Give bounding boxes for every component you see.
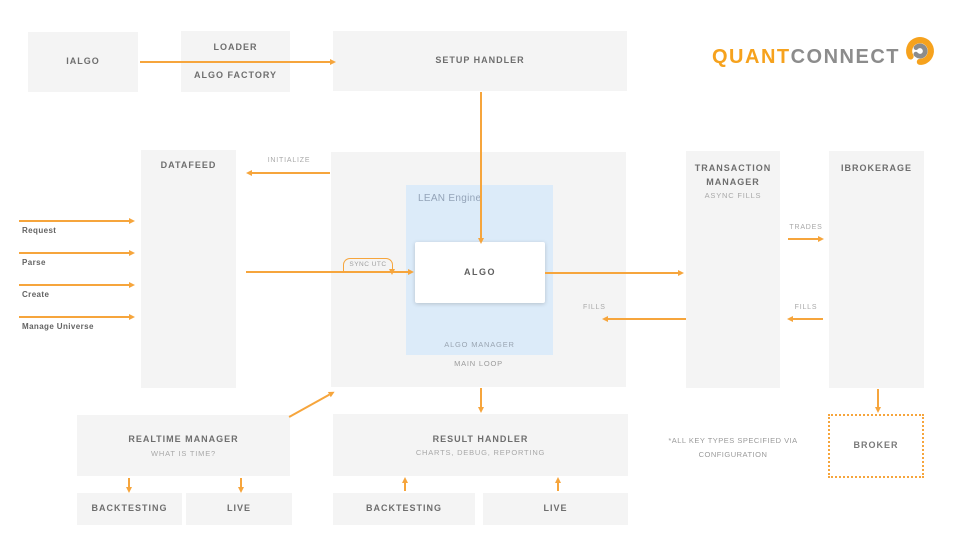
node-backtesting-realtime: BACKTESTING xyxy=(77,493,182,525)
arrow-ialgo-to-setup-handler xyxy=(140,58,336,65)
node-live-realtime-title: LIVE xyxy=(226,503,251,514)
configuration-note: *ALL KEY TYPES SPECIFIED VIA CONFIGURATI… xyxy=(668,436,798,459)
node-ialgo-title: IALGO xyxy=(66,56,100,67)
node-setup-handler: SETUP HANDLER xyxy=(333,31,627,91)
node-transaction-manager-title: TRANSACTION MANAGER xyxy=(694,163,772,187)
node-ibrokerage: IBROKERAGE xyxy=(829,151,924,388)
arrow-live-to-result-handler xyxy=(554,477,561,491)
node-algo-factory-title: ALGO FACTORY xyxy=(193,69,277,80)
node-setup-handler-title: SETUP HANDLER xyxy=(435,55,525,66)
arrow-parse-to-datafeed xyxy=(19,249,135,256)
trades-label: TRADES xyxy=(789,224,823,231)
node-backtesting-result-title: BACKTESTING xyxy=(366,503,442,514)
arrow-datafeed-to-algo xyxy=(246,268,414,275)
arrow-fills-transaction-manager-to-algo xyxy=(602,315,686,322)
logo-quant-text: QUANT xyxy=(712,46,791,68)
node-realtime-manager-subtitle: WHAT IS TIME? xyxy=(151,448,216,458)
node-ibrokerage-title: IBROKERAGE xyxy=(840,163,912,173)
arrow-create-to-datafeed xyxy=(19,281,135,288)
arrow-trades-to-ibrokerage xyxy=(788,235,824,242)
fills-outer-label: FILLS xyxy=(794,304,818,311)
node-broker-title: BROKER xyxy=(853,440,899,451)
datafeed-method-manage-universe: Manage Universe xyxy=(22,322,94,331)
main-loop-label: MAIN LOOP xyxy=(454,359,503,368)
arrow-backtesting-to-result-handler xyxy=(401,477,408,491)
node-algo-title: ALGO xyxy=(464,266,496,277)
sync-utc-loop-arrow: SYNC UTC xyxy=(343,258,395,275)
arrow-request-to-datafeed xyxy=(19,217,135,224)
node-live-realtime: LIVE xyxy=(186,493,292,525)
node-live-result: LIVE xyxy=(483,493,628,525)
arrow-algo-to-transaction-manager xyxy=(545,269,684,276)
node-datafeed: DATAFEED xyxy=(141,150,236,388)
quantconnect-logo: QUANTCONNECT xyxy=(712,37,937,74)
node-realtime-manager-title: REALTIME MANAGER xyxy=(128,434,239,445)
node-transaction-manager-subtitle: ASYNC FILLS xyxy=(704,191,762,200)
node-result-handler-title: RESULT HANDLER xyxy=(432,433,529,444)
node-result-handler: RESULT HANDLER CHARTS, DEBUG, REPORTING xyxy=(333,414,628,476)
datafeed-method-request: Request xyxy=(22,226,57,235)
initialize-label: INITIALIZE xyxy=(267,157,311,164)
fills-inner-label: FILLS xyxy=(583,304,606,311)
arrow-lean-to-result-handler xyxy=(477,388,484,413)
node-broker: BROKER xyxy=(828,414,924,478)
arrow-setup-handler-to-algo xyxy=(477,92,484,244)
node-live-result-title: LIVE xyxy=(543,503,568,514)
node-realtime-manager: REALTIME MANAGER WHAT IS TIME? xyxy=(77,415,290,476)
quantconnect-swirl-icon xyxy=(906,37,934,65)
arrow-manage-universe-to-datafeed xyxy=(19,313,135,320)
arrow-realtime-to-backtesting xyxy=(125,478,132,493)
node-datafeed-title: DATAFEED xyxy=(160,160,217,170)
quantconnect-logo-text: QUANTCONNECT xyxy=(712,40,900,74)
node-loader-title: LOADER xyxy=(213,42,258,52)
node-result-handler-subtitle: CHARTS, DEBUG, REPORTING xyxy=(415,448,546,458)
datafeed-method-create: Create xyxy=(22,290,50,299)
algo-manager-label: ALGO MANAGER xyxy=(444,340,515,349)
arrow-realtime-manager-to-lean xyxy=(288,388,336,418)
node-ialgo: IALGO xyxy=(28,32,138,92)
arrow-fills-ibrokerage-to-transaction-manager xyxy=(787,315,823,322)
datafeed-method-parse: Parse xyxy=(22,258,46,267)
node-algo: ALGO xyxy=(415,242,545,303)
arrow-initialize-lean-to-datafeed xyxy=(246,169,330,176)
node-backtesting-realtime-title: BACKTESTING xyxy=(91,503,168,514)
lean-engine-title: LEAN Engine xyxy=(418,193,482,204)
arrow-ibrokerage-to-broker xyxy=(874,389,881,413)
node-backtesting-result: BACKTESTING xyxy=(333,493,475,525)
arrow-realtime-to-live xyxy=(237,478,244,493)
sync-utc-label: SYNC UTC xyxy=(349,261,387,268)
logo-connect-text: CONNECT xyxy=(790,46,900,68)
node-transaction-manager: TRANSACTION MANAGER ASYNC FILLS xyxy=(686,151,780,388)
